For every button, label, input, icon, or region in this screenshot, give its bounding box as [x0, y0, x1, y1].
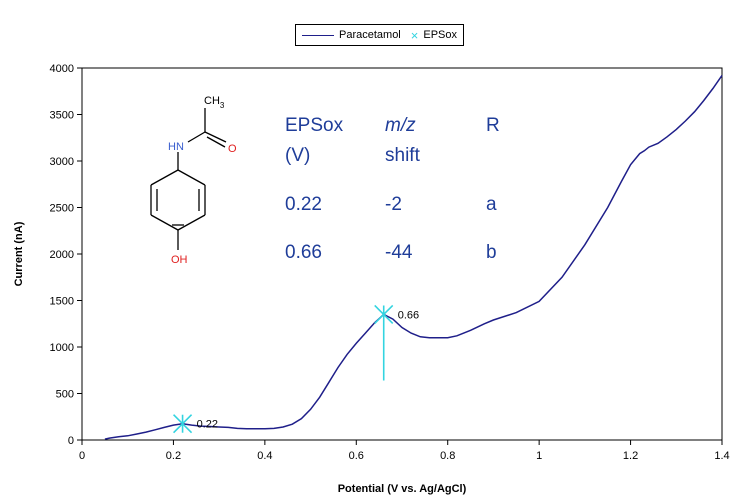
y-axis: 0 500 1000 1500 2000 2500 3000 3500 4000 [50, 63, 82, 447]
x-axis: 0 0.2 0.4 0.6 0.8 1 1.2 1.4 [79, 440, 730, 462]
ring-bond [177, 169, 206, 186]
y-tick-label: 0 [68, 435, 74, 447]
epsox-marker: 0.22 [173, 414, 218, 434]
y-tick-label: 3000 [50, 156, 74, 168]
x-tick-label: 0.4 [257, 450, 272, 462]
x-tick-label: 0.6 [349, 450, 364, 462]
y-tick-label: 1500 [50, 296, 74, 308]
table-subheader-shift: shift [385, 145, 421, 166]
table-cell: b [486, 242, 497, 263]
x-tick-label: 1 [536, 450, 542, 462]
legend-item-series: Paracetamol [302, 29, 401, 41]
table-header-r: R [486, 115, 500, 136]
legend-series-label: Paracetamol [339, 29, 401, 41]
c-o-double-bond [206, 136, 226, 148]
c-o-double-bond [204, 131, 227, 143]
table-cell: 0.66 [285, 242, 322, 263]
x-tick-label: 1.2 [623, 450, 638, 462]
ring-bond [150, 214, 179, 231]
y-tick-label: 4000 [50, 63, 74, 75]
table-header-epsox: EPSox [285, 115, 344, 136]
table-cell: a [486, 194, 497, 215]
table-cell: 0.22 [285, 194, 322, 215]
x-tick-label: 0.2 [166, 450, 181, 462]
x-tick-label: 1.4 [714, 450, 729, 462]
y-tick-label: 2500 [50, 203, 74, 215]
ring-bond [150, 169, 179, 186]
marker-data-label: 0.22 [197, 419, 218, 431]
epsox-table: EPSox m/z R (V) shift 0.22 -2 a 0.66 -44… [285, 115, 500, 263]
cross-marker-icon: × [410, 27, 419, 43]
y-tick-label: 2000 [50, 249, 74, 261]
n-c-bond [187, 131, 206, 143]
paracetamol-structure: CH3 HN O OH [150, 95, 237, 266]
x-axis-title: Potential (V vs. Ag/AgCl) [338, 483, 467, 495]
y-tick-label: 1000 [50, 342, 74, 354]
table-header-mz: m/z [385, 115, 416, 136]
x-tick-label: 0 [79, 450, 85, 462]
methyl-label: CH3 [204, 95, 225, 110]
table-cell: -2 [385, 194, 402, 215]
y-tick-label: 3500 [50, 110, 74, 122]
y-tick-label: 500 [56, 389, 74, 401]
ring-bond [177, 214, 206, 231]
hydroxyl-label: OH [171, 254, 188, 266]
x-tick-label: 0.8 [440, 450, 455, 462]
legend: Paracetamol × EPSox [295, 24, 464, 46]
epsox-marker: 0.66 [374, 304, 419, 381]
marker-data-label: 0.66 [398, 309, 419, 321]
oxygen-label: O [228, 143, 237, 155]
epsox-markers: 0.22 0.66 [173, 304, 419, 434]
legend-line-swatch [302, 34, 334, 36]
nitrogen-label: HN [168, 141, 184, 153]
table-subheader-unit: (V) [285, 145, 310, 166]
legend-marker-label: EPSox [423, 29, 457, 41]
legend-item-marker: × EPSox [411, 29, 457, 42]
y-axis-title: Current (nA) [13, 221, 25, 286]
table-cell: -44 [385, 242, 413, 263]
